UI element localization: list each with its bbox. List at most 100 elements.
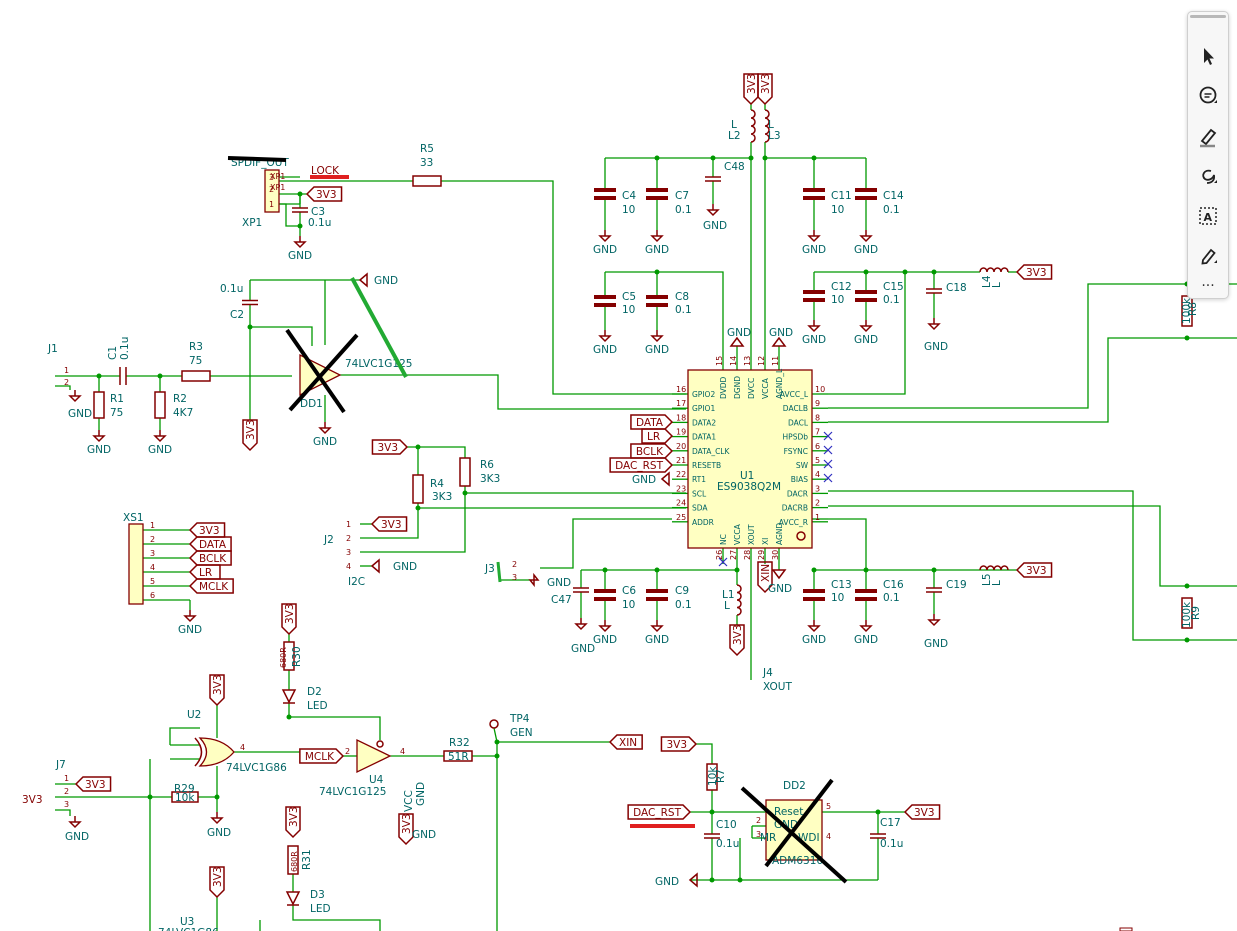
pin-number: 4 [400, 747, 405, 756]
c13-ref: C13 [831, 579, 852, 591]
pin-number: 16 [676, 385, 686, 394]
u2-xor-arc [194, 737, 203, 767]
gnd-arrow [528, 572, 540, 588]
xp1-ref: XP1 [242, 217, 262, 229]
pin-number: 4 [826, 832, 831, 841]
junction [286, 714, 292, 720]
xp1-connector [264, 169, 280, 213]
gnd-label: GND [415, 782, 427, 806]
tp4-ref: TP4 [509, 713, 530, 725]
net-3v3: 3V3 [316, 189, 337, 201]
r9-ref: R9 [1190, 606, 1202, 620]
r2-val: 4K7 [173, 407, 193, 419]
pin-number: 2 [345, 747, 350, 756]
c48-ref: C48 [724, 161, 745, 173]
lock-net-label: LOCK [311, 165, 340, 177]
gnd-symbol [210, 817, 224, 825]
c7-ref: C7 [675, 190, 689, 202]
net-label-frame [242, 419, 258, 452]
gnd-symbol [183, 615, 197, 623]
resistor [181, 370, 211, 382]
l3-ref: L3 [768, 130, 781, 142]
more-tools-button[interactable]: ... [1201, 274, 1215, 290]
net-bclk: BCLK [199, 553, 227, 565]
c8-val: 0.1 [675, 304, 692, 316]
net-bclk: BCLK [636, 446, 664, 458]
pin-number: XP1 [270, 183, 285, 192]
pin-name: XI [761, 538, 770, 545]
wire [279, 203, 301, 236]
j7-ref: J7 [55, 759, 66, 771]
wire [828, 283, 1237, 409]
gnd-arrow [771, 336, 787, 347]
highlight-icon[interactable] [1194, 122, 1222, 150]
pin-number: 18 [676, 413, 686, 422]
pin-name: DATA_CLK [692, 447, 730, 456]
gnd-label: GND [924, 638, 948, 650]
pin-name: VCCA [733, 523, 742, 545]
net-label-frame [188, 522, 226, 538]
select-icon[interactable] [1194, 42, 1222, 70]
pin-name: AVCC_R [779, 518, 808, 527]
junction [734, 567, 740, 573]
u4-ref: U4 [369, 774, 384, 786]
pin-number: 11 [771, 356, 780, 366]
gnd-arrow [660, 471, 670, 487]
text-box-icon[interactable]: A [1194, 202, 1222, 230]
dd2-part: ADM6316 [772, 855, 823, 867]
sign-icon[interactable] [1194, 242, 1222, 270]
comment-icon[interactable] [1194, 82, 1222, 110]
gnd-symbol [650, 335, 664, 343]
u1-dac-chip [687, 369, 813, 549]
gnd-label: GND [207, 827, 231, 839]
gnd-label: GND [802, 334, 826, 346]
net-3v3: 3V3 [401, 813, 413, 834]
net-label-frame [285, 806, 301, 839]
r9-val: 100k [1181, 601, 1193, 628]
net-label-frame [188, 536, 232, 552]
green-slash [350, 277, 408, 378]
net-data: DATA [636, 417, 664, 429]
net-label-frame [398, 813, 414, 846]
net-3v3: 3V3 [245, 419, 257, 440]
vcc-label: VCC [403, 790, 415, 812]
wire [828, 272, 906, 395]
l1-val: L [724, 600, 730, 612]
wire [828, 337, 1237, 423]
u4-buffer [356, 738, 392, 774]
net-xin: XIN [760, 564, 772, 582]
gnd-label: GND [148, 444, 172, 456]
gnd-symbol [927, 619, 941, 627]
v3v3-side-label: 3V3 [22, 794, 43, 806]
net-3v3: 3V3 [288, 806, 300, 827]
c11-ref: C11 [831, 190, 852, 202]
net-label-frame [371, 439, 409, 455]
net-lr: LR [647, 431, 660, 443]
gnd-symbol [598, 335, 612, 343]
c47-ref: C47 [551, 594, 572, 606]
pin-number: 1 [64, 774, 69, 783]
wire [696, 743, 713, 764]
net-label-frame [1015, 264, 1053, 280]
r6-ref: R6 [480, 459, 494, 471]
pin-name: AVCC_L [780, 390, 809, 399]
pin-name: DACLB [783, 404, 808, 413]
gnd-label: GND [854, 244, 878, 256]
draw-icon[interactable] [1194, 162, 1222, 190]
gnd-symbol [153, 435, 167, 443]
r30-val: 680R [279, 647, 288, 668]
toolbar-grip[interactable] [1190, 15, 1226, 18]
r31-ref: R31 [301, 849, 313, 870]
junction [1184, 583, 1190, 589]
gnd-label: GND [571, 643, 595, 655]
no-connect [823, 431, 833, 441]
gnd-symbol [68, 821, 82, 829]
gnd-symbol [859, 235, 873, 243]
dd2-ref: DD2 [783, 780, 806, 792]
wire [55, 809, 71, 816]
gnd-symbol [318, 427, 332, 435]
tp4-testpoint [489, 719, 499, 729]
l5-val: L [991, 580, 1003, 586]
pin-number: 2 [269, 185, 274, 194]
j3-ref: J3 [484, 563, 495, 575]
